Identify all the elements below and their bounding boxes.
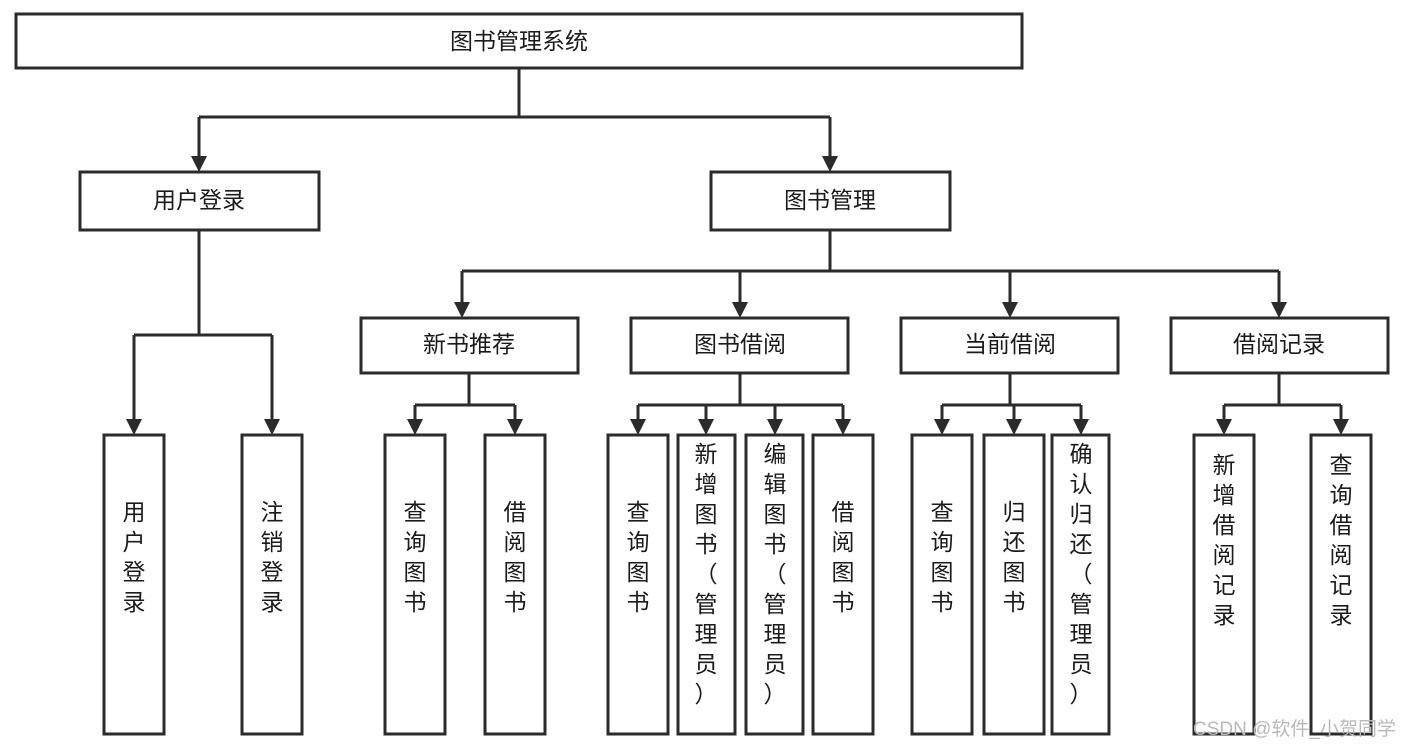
node-leaf-borrow-book-recommend-box[interactable] bbox=[483, 433, 547, 736]
arrow-icon-to-leaf-add-book-admin bbox=[698, 419, 714, 435]
node-new-book-recommend-box[interactable] bbox=[359, 316, 580, 375]
node-new-book-recommend[interactable]: 新书推荐 bbox=[359, 316, 580, 375]
node-leaf-edit-book-admin-label: 编辑图书（管理员） bbox=[764, 441, 787, 707]
node-root-box[interactable] bbox=[14, 12, 1024, 70]
node-leaf-user-login-box[interactable] bbox=[102, 433, 166, 736]
node-book-management-label: 图书管理 bbox=[784, 187, 876, 213]
node-leaf-logout-box[interactable] bbox=[240, 433, 304, 736]
node-leaf-confirm-return-admin-label: 确认归还（管理员） bbox=[1070, 441, 1093, 707]
node-leaf-return-book-label: 归还图书 bbox=[1003, 499, 1026, 615]
node-leaf-add-book-admin-box[interactable] bbox=[676, 433, 737, 736]
node-leaf-logout[interactable]: 注销登录 bbox=[240, 433, 304, 736]
arrow-icon-to-leaf-return-book bbox=[1006, 419, 1022, 435]
arrow-icon-to-leaf-user-login bbox=[126, 419, 142, 435]
node-leaf-borrow-book[interactable]: 借阅图书 bbox=[811, 433, 875, 736]
node-borrow-record[interactable]: 借阅记录 bbox=[1169, 316, 1390, 375]
node-user-login[interactable]: 用户登录 bbox=[78, 170, 321, 232]
node-leaf-borrow-book-label: 借阅图书 bbox=[832, 499, 855, 615]
node-book-management-box[interactable] bbox=[709, 170, 952, 232]
node-leaf-add-borrow-record[interactable]: 新增借阅记录 bbox=[1192, 433, 1256, 736]
arrow-icon-to-leaf-query-book-current bbox=[934, 419, 950, 435]
node-borrow-record-box[interactable] bbox=[1169, 316, 1390, 375]
node-current-borrow[interactable]: 当前借阅 bbox=[899, 316, 1120, 375]
node-leaf-add-borrow-record-label: 新增借阅记录 bbox=[1213, 452, 1236, 628]
node-leaf-user-login-label: 用户登录 bbox=[123, 499, 146, 615]
node-book-borrow[interactable]: 图书借阅 bbox=[629, 316, 850, 375]
node-current-borrow-label: 当前借阅 bbox=[964, 331, 1056, 357]
node-leaf-user-login[interactable]: 用户登录 bbox=[102, 433, 166, 736]
node-leaf-query-book-recommend-box[interactable] bbox=[383, 433, 447, 736]
node-leaf-add-borrow-record-box[interactable] bbox=[1192, 433, 1256, 736]
node-leaf-query-borrow-record[interactable]: 查询借阅记录 bbox=[1309, 433, 1373, 736]
node-leaf-add-book-admin-label: 新增图书（管理员） bbox=[695, 441, 718, 707]
node-leaf-query-book-current-label: 查询图书 bbox=[931, 499, 954, 615]
node-leaf-query-book-recommend[interactable]: 查询图书 bbox=[383, 433, 447, 736]
node-leaf-query-book-borrow[interactable]: 查询图书 bbox=[606, 433, 670, 736]
node-leaf-query-book-borrow-label: 查询图书 bbox=[627, 499, 650, 615]
node-leaf-query-book-borrow-box[interactable] bbox=[606, 433, 670, 736]
node-leaf-return-book-box[interactable] bbox=[982, 433, 1046, 736]
node-current-borrow-box[interactable] bbox=[899, 316, 1120, 375]
node-leaf-confirm-return-admin[interactable]: 确认归还（管理员） bbox=[1050, 433, 1111, 736]
arrow-icon-to-leaf-query-book-borrow bbox=[630, 419, 646, 435]
node-leaf-query-borrow-record-label: 查询借阅记录 bbox=[1330, 452, 1353, 628]
node-leaf-confirm-return-admin-box[interactable] bbox=[1050, 433, 1111, 736]
node-new-book-recommend-label: 新书推荐 bbox=[423, 331, 515, 357]
node-book-management[interactable]: 图书管理 bbox=[709, 170, 952, 232]
node-root-label: 图书管理系统 bbox=[450, 28, 588, 54]
node-leaf-edit-book-admin[interactable]: 编辑图书（管理员） bbox=[744, 433, 805, 736]
node-user-login-label: 用户登录 bbox=[153, 187, 245, 213]
connector-layer bbox=[132, 68, 1343, 419]
node-leaf-return-book[interactable]: 归还图书 bbox=[982, 433, 1046, 736]
node-book-borrow-label: 图书借阅 bbox=[694, 331, 786, 357]
node-leaf-logout-label: 注销登录 bbox=[261, 499, 284, 615]
node-leaf-query-book-current[interactable]: 查询图书 bbox=[910, 433, 974, 736]
arrow-icon-to-current-borrow bbox=[1002, 302, 1018, 318]
watermark-label: CSDN @软件_小贺同学 bbox=[1193, 718, 1396, 740]
arrow-icon-to-book-borrow bbox=[732, 302, 748, 318]
arrow-icon-to-leaf-logout bbox=[264, 419, 280, 435]
arrow-icon-to-leaf-borrow-book bbox=[835, 419, 851, 435]
arrow-icon-to-leaf-confirm-return-admin bbox=[1073, 419, 1089, 435]
arrow-icon-to-new-book-recommend bbox=[454, 302, 470, 318]
arrow-icon-to-leaf-query-book-recommend bbox=[407, 419, 423, 435]
node-leaf-query-borrow-record-box[interactable] bbox=[1309, 433, 1373, 736]
arrow-icon-to-leaf-borrow-book-recommend bbox=[507, 419, 523, 435]
node-leaf-edit-book-admin-box[interactable] bbox=[744, 433, 805, 736]
arrow-icon-to-book-management bbox=[822, 156, 838, 172]
node-borrow-record-label: 借阅记录 bbox=[1233, 331, 1325, 357]
node-leaf-add-book-admin[interactable]: 新增图书（管理员） bbox=[676, 433, 737, 736]
node-leaf-query-book-current-box[interactable] bbox=[910, 433, 974, 736]
node-user-login-box[interactable] bbox=[78, 170, 321, 232]
arrowhead-layer bbox=[126, 156, 1349, 435]
arrow-icon-to-leaf-add-borrow-record bbox=[1216, 419, 1232, 435]
arrow-icon-to-leaf-edit-book-admin bbox=[767, 419, 783, 435]
node-leaf-query-book-recommend-label: 查询图书 bbox=[404, 499, 427, 615]
node-leaf-borrow-book-recommend-label: 借阅图书 bbox=[504, 499, 527, 615]
arrow-icon-to-user-login bbox=[191, 156, 207, 172]
node-leaf-borrow-book-box[interactable] bbox=[811, 433, 875, 736]
node-root[interactable]: 图书管理系统 bbox=[14, 12, 1024, 70]
node-book-borrow-box[interactable] bbox=[629, 316, 850, 375]
arrow-icon-to-leaf-query-borrow-record bbox=[1333, 419, 1349, 435]
node-leaf-borrow-book-recommend[interactable]: 借阅图书 bbox=[483, 433, 547, 736]
arrow-icon-to-borrow-record bbox=[1271, 302, 1287, 318]
